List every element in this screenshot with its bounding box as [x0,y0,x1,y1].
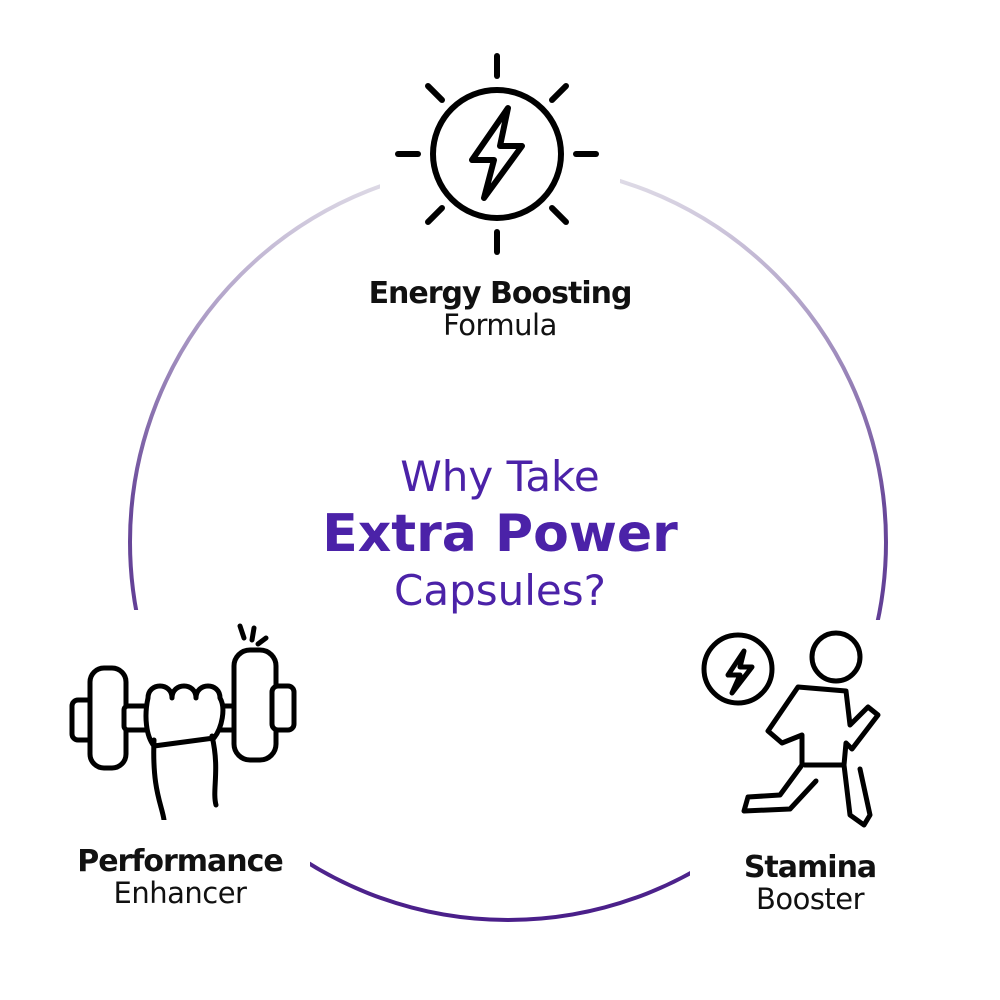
running-person-icon [701,630,881,828]
feature-title: Performance [77,844,284,879]
feature-title: Energy Boosting [368,276,633,311]
headline-line2: Extra Power [322,504,678,564]
feature-stamina: Stamina Booster [710,852,910,914]
headline-line3: Capsules? [394,566,606,615]
headline-line1: Why Take [400,452,600,501]
feature-performance: Performance Enhancer [60,846,300,908]
dumbbell-fist-icon [69,623,297,820]
feature-subtitle: Formula [443,307,557,342]
feature-title: Stamina [743,850,877,885]
sun-lightning-icon [395,53,599,255]
feature-subtitle: Enhancer [113,875,247,910]
feature-energy: Energy Boosting Formula [340,278,660,340]
feature-subtitle: Booster [755,881,865,916]
